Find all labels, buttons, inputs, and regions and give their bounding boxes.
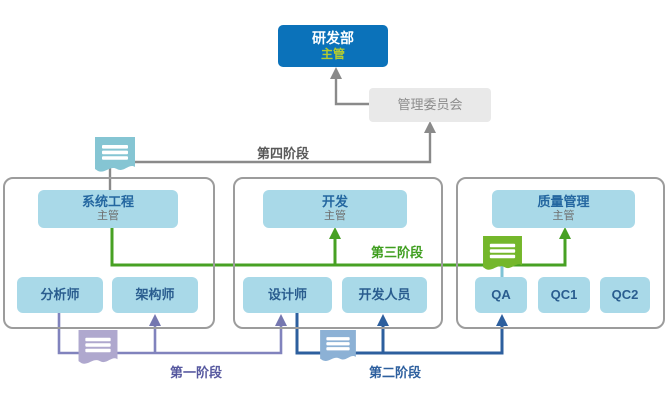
phase3-label: 第三阶段 bbox=[371, 245, 424, 260]
group-quality-management bbox=[456, 177, 665, 329]
node-designer[interactable]: 设计师 bbox=[243, 277, 332, 313]
node-title: 分析师 bbox=[40, 287, 80, 302]
node-title: QC1 bbox=[550, 287, 578, 302]
node-quality-management[interactable]: 质量管理 主管 bbox=[492, 190, 635, 228]
node-subtitle: 主管 bbox=[320, 47, 345, 61]
node-qa[interactable]: QA bbox=[475, 277, 527, 313]
node-title: 开发人员 bbox=[358, 287, 411, 302]
node-title: 研发部 bbox=[312, 30, 354, 46]
node-title: QA bbox=[491, 287, 511, 302]
group-development bbox=[233, 177, 443, 329]
group-systems-engineering bbox=[3, 177, 215, 329]
phase4-label: 第四阶段 bbox=[257, 146, 310, 161]
node-rnd-department[interactable]: 研发部 主管 bbox=[278, 25, 388, 67]
node-title: 架构师 bbox=[135, 287, 175, 302]
node-development[interactable]: 开发 主管 bbox=[263, 190, 407, 228]
node-title: 系统工程 bbox=[81, 194, 134, 209]
node-title: 管理委员会 bbox=[397, 97, 463, 112]
node-title: QC2 bbox=[611, 287, 639, 302]
node-qc1[interactable]: QC1 bbox=[538, 277, 590, 313]
node-title: 质量管理 bbox=[537, 194, 590, 209]
node-management-committee[interactable]: 管理委员会 bbox=[369, 88, 491, 122]
node-analyst[interactable]: 分析师 bbox=[17, 277, 103, 313]
document-icon-phase1[interactable] bbox=[78, 330, 118, 367]
phase2-label: 第二阶段 bbox=[369, 365, 422, 380]
node-title: 设计师 bbox=[267, 287, 307, 302]
node-architect[interactable]: 架构师 bbox=[112, 277, 198, 313]
phase1-label: 第一阶段 bbox=[170, 365, 223, 380]
document-icon-phase4[interactable] bbox=[95, 137, 135, 175]
node-title: 开发 bbox=[321, 194, 348, 209]
document-icon-phase3[interactable] bbox=[482, 236, 523, 273]
node-developer[interactable]: 开发人员 bbox=[342, 277, 427, 313]
node-subtitle: 主管 bbox=[324, 210, 346, 222]
node-systems-engineering[interactable]: 系统工程 主管 bbox=[38, 190, 178, 228]
document-icon-phase2[interactable] bbox=[318, 330, 358, 364]
node-qc2[interactable]: QC2 bbox=[600, 277, 650, 313]
node-subtitle: 主管 bbox=[552, 210, 575, 222]
node-subtitle: 主管 bbox=[97, 210, 119, 222]
